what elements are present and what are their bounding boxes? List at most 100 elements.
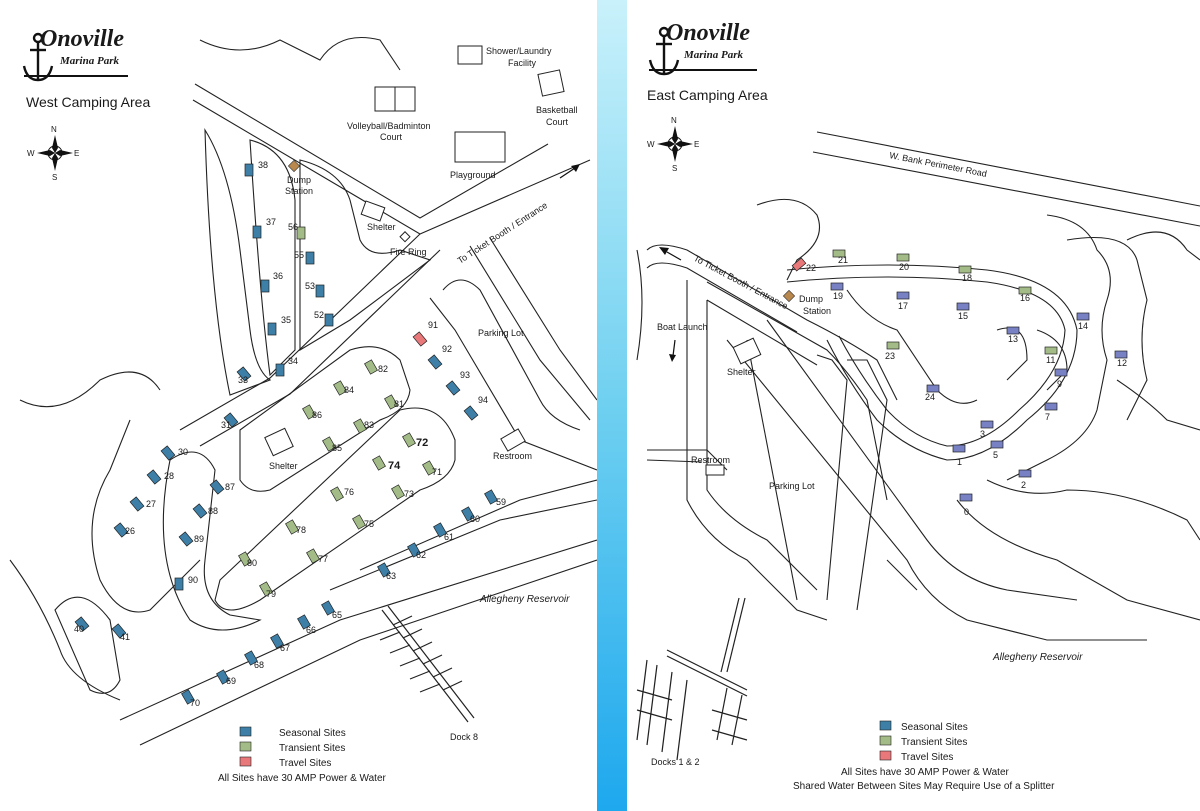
west-site-31-label: 31 bbox=[221, 420, 231, 430]
label-west-entrance: To Ticket Booth / Entrance bbox=[456, 200, 550, 266]
legend-transient-swatch bbox=[879, 735, 892, 746]
west-site-70-marker bbox=[181, 689, 195, 705]
west-site-35-label: 35 bbox=[281, 315, 291, 325]
anchor-icon bbox=[22, 32, 54, 82]
label-east-dump: Dump bbox=[799, 294, 823, 304]
west-site-68-marker bbox=[244, 650, 258, 666]
east-site-20-marker bbox=[896, 253, 910, 262]
west-site-70-label: 70 bbox=[190, 698, 200, 708]
shower-laundry-building bbox=[457, 45, 483, 65]
west-buildings bbox=[264, 45, 565, 457]
west-brand-name: Onoville bbox=[40, 26, 124, 52]
west-site-78-marker bbox=[285, 519, 299, 535]
label-boat-launch: Boat Launch bbox=[657, 322, 708, 332]
west-site-35-marker bbox=[267, 322, 277, 336]
west-site-67-label: 67 bbox=[280, 643, 290, 653]
label-east-restroom: Restroom bbox=[691, 455, 730, 465]
legend-transient-swatch bbox=[239, 741, 252, 752]
east-brand-subtitle: Marina Park bbox=[683, 49, 743, 61]
east-map-svg: Onoville Marina Park East Camping Area N… bbox=[636, 20, 1200, 792]
west-site-76-marker bbox=[330, 486, 344, 502]
label-east-reservoir: Allegheny Reservoir bbox=[992, 652, 1083, 663]
west-site-26-label: 26 bbox=[125, 526, 135, 536]
east-site-7-marker bbox=[1044, 402, 1058, 411]
compass-e: E bbox=[694, 140, 699, 149]
west-site-30-label: 30 bbox=[178, 447, 188, 457]
west-site-62-label: 62 bbox=[416, 550, 426, 560]
label-perimeter-road: W. Bank Perimeter Road bbox=[889, 150, 988, 179]
east-site-15-marker bbox=[956, 302, 970, 311]
east-site-11-marker bbox=[1044, 346, 1058, 355]
west-site-89-marker bbox=[178, 531, 194, 547]
west-site-67-marker bbox=[270, 633, 284, 649]
west-site-90-marker bbox=[174, 577, 184, 591]
east-site-11-label: 11 bbox=[1046, 355, 1055, 365]
east-site-0-label: 0 bbox=[964, 507, 969, 517]
east-site-13-label: 13 bbox=[1008, 334, 1018, 344]
west-site-53-label: 53 bbox=[305, 281, 315, 291]
west-site-27-marker bbox=[129, 496, 145, 512]
shelter-mid-building bbox=[264, 427, 294, 457]
west-site-33-label: 33 bbox=[238, 375, 248, 385]
west-site-92-marker bbox=[427, 354, 443, 370]
east-site-24-label: 24 bbox=[925, 392, 935, 402]
east-entrance-arrow-icon bbox=[659, 247, 682, 261]
east-site-22-label: 22 bbox=[806, 263, 816, 273]
east-site-24-marker bbox=[926, 384, 940, 393]
boat-launch-arrow-icon bbox=[669, 339, 676, 362]
west-site-28-marker bbox=[146, 469, 162, 485]
west-site-28-label: 28 bbox=[164, 471, 174, 481]
compass-w: W bbox=[27, 149, 35, 158]
label-east-parking: Parking Lot bbox=[769, 481, 815, 491]
east-site-14-marker bbox=[1076, 312, 1090, 321]
west-site-60-marker bbox=[461, 506, 475, 522]
east-site-1-label: 1 bbox=[957, 457, 962, 467]
label-basketball-2: Court bbox=[546, 117, 569, 127]
west-site-56-label: 56 bbox=[288, 222, 298, 232]
west-site-75-marker bbox=[352, 514, 366, 530]
west-brand-logo: Onoville Marina Park bbox=[22, 26, 128, 82]
east-legend: Seasonal Sites Transient Sites Travel Si… bbox=[793, 720, 1055, 792]
west-brand-subtitle: Marina Park bbox=[59, 55, 119, 67]
west-site-72-label: 72 bbox=[416, 437, 428, 449]
east-site-5-label: 5 bbox=[993, 450, 998, 460]
west-site-63-marker bbox=[377, 562, 391, 578]
legend-travel-label: Travel Sites bbox=[279, 758, 331, 769]
west-site-76-label: 76 bbox=[344, 487, 354, 497]
west-feature-labels: Shower/Laundry Facility Basketball Court… bbox=[269, 46, 578, 742]
west-site-31-marker bbox=[223, 412, 239, 428]
west-site-82-marker bbox=[364, 359, 378, 375]
west-site-79-label: 79 bbox=[266, 589, 276, 599]
legend-seasonal-label: Seasonal Sites bbox=[901, 722, 968, 733]
west-site-38-label: 38 bbox=[258, 160, 268, 170]
label-shower: Shower/Laundry bbox=[486, 46, 552, 56]
east-site-17-marker bbox=[896, 291, 910, 300]
west-site-66-marker bbox=[297, 614, 311, 630]
west-site-87-marker bbox=[209, 479, 225, 495]
west-site-40-marker bbox=[74, 616, 90, 632]
east-perimeter-road bbox=[812, 131, 1200, 227]
west-site-52-label: 52 bbox=[314, 310, 324, 320]
label-shelter-mid: Shelter bbox=[269, 461, 298, 471]
east-roads bbox=[636, 198, 1200, 641]
west-site-93-marker bbox=[445, 380, 461, 396]
west-site-62-marker bbox=[407, 542, 421, 558]
west-site-61-label: 61 bbox=[444, 532, 454, 542]
west-site-40-label: 40 bbox=[74, 624, 84, 634]
label-playground: Playground bbox=[450, 170, 496, 180]
label-east-dump-2: Station bbox=[803, 306, 831, 316]
east-site-5-marker bbox=[990, 440, 1004, 449]
west-site-36-marker bbox=[260, 279, 270, 293]
west-site-93-label: 93 bbox=[460, 370, 470, 380]
compass-n: N bbox=[51, 125, 57, 134]
west-site-69-label: 69 bbox=[226, 676, 236, 686]
panel-divider bbox=[597, 0, 627, 811]
east-site-17-label: 17 bbox=[898, 301, 908, 311]
west-dump-station-icon bbox=[287, 159, 301, 173]
west-site-88-marker bbox=[192, 503, 208, 519]
west-site-34-marker bbox=[275, 363, 285, 377]
west-campground-loops bbox=[9, 36, 456, 701]
west-site-77-label: 77 bbox=[318, 554, 328, 564]
